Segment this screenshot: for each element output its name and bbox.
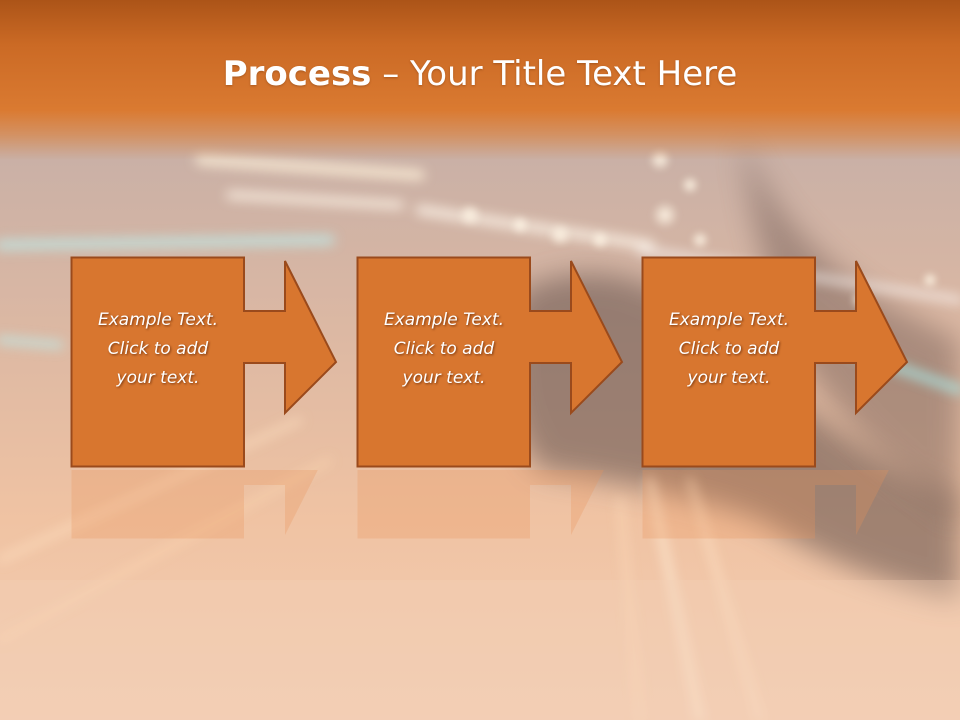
- title-rest-part: – Your Title Text Here: [371, 54, 738, 94]
- process-step-3[interactable]: Example Text. Click to add your text.: [641, 256, 911, 468]
- step-2-text[interactable]: Example Text. Click to add your text.: [383, 310, 505, 388]
- slide-title[interactable]: Process – Your Title Text Here: [0, 52, 960, 96]
- step-3-text[interactable]: Example Text. Click to add your text.: [668, 310, 790, 388]
- process-step-1[interactable]: Example Text. Click to add your text.: [70, 256, 340, 468]
- square-arrow-shape: [70, 256, 338, 468]
- step-1-text[interactable]: Example Text. Click to add your text.: [97, 310, 219, 388]
- process-step-2[interactable]: Example Text. Click to add your text.: [356, 256, 626, 468]
- square-arrow-shape: [641, 256, 909, 468]
- square-arrow-shape: [356, 256, 624, 468]
- title-bold-part: Process: [222, 54, 372, 94]
- header-band: [0, 0, 960, 160]
- step-2-reflection: [356, 470, 626, 540]
- step-1-reflection: [70, 470, 340, 540]
- step-3-reflection: [641, 470, 911, 540]
